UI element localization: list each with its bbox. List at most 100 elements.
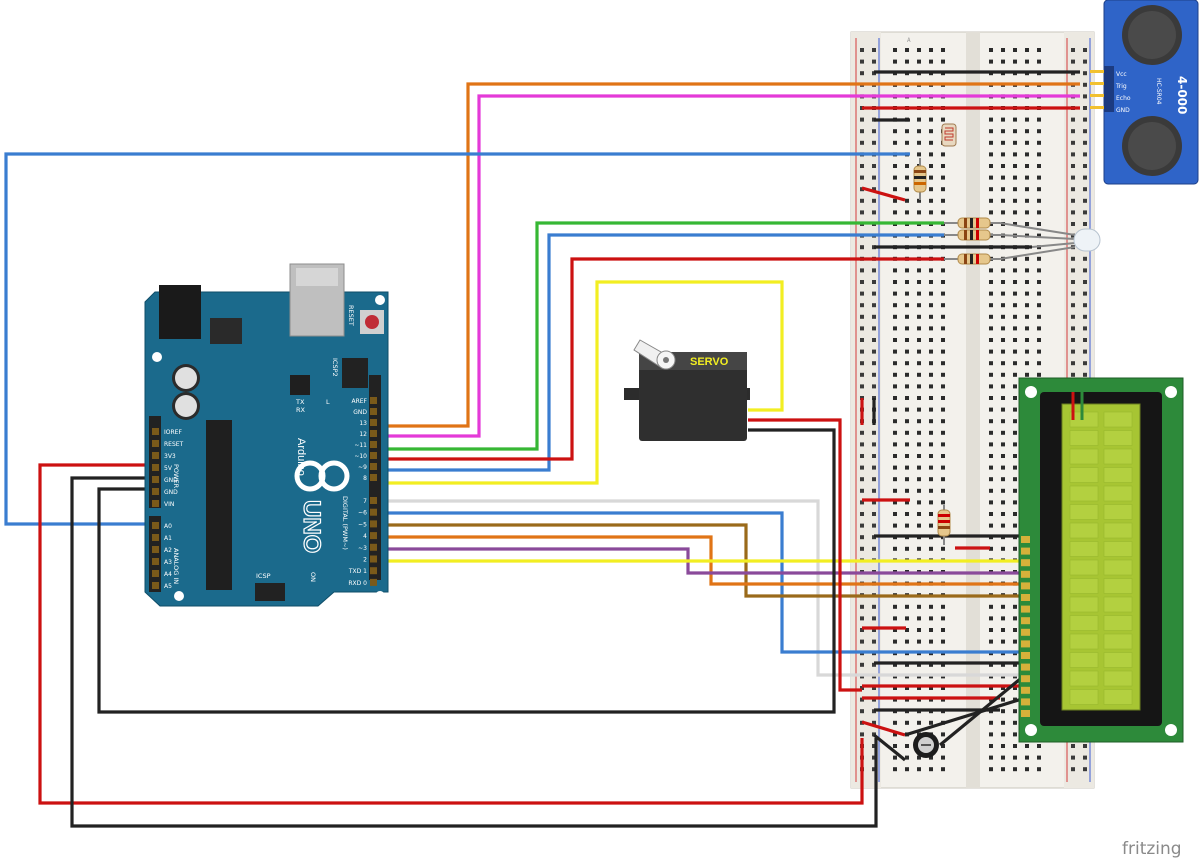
- breadboard-hole: [1013, 152, 1017, 157]
- breadboard-hole: [1013, 488, 1017, 493]
- breadboard-hole: [1001, 767, 1005, 772]
- lcd-cell: [1103, 541, 1133, 557]
- breadboard-rail-hole: [1071, 256, 1075, 261]
- breadboard-rail-hole: [1071, 744, 1075, 748]
- arduino-power-pin-socket: [152, 464, 159, 471]
- breadboard-hole: [1013, 291, 1017, 296]
- breadboard-hole: [989, 361, 993, 366]
- breadboard-hole: [929, 755, 933, 760]
- lcd-pin: [1021, 675, 1030, 683]
- breadboard-hole: [941, 744, 945, 748]
- wires: [4, 70, 1085, 828]
- breadboard-hole: [917, 419, 921, 424]
- breadboard-hole: [893, 280, 897, 284]
- breadboard-hole: [1013, 129, 1017, 134]
- resistor-blue: [944, 253, 1000, 265]
- breadboard-hole: [989, 140, 993, 145]
- us-pin-vcc: Vcc: [1116, 71, 1127, 78]
- breadboard-rail-hole: [1083, 152, 1087, 157]
- breadboard-rail-hole: [860, 488, 864, 493]
- breadboard-hole: [1013, 338, 1017, 342]
- lcd-cell: [1069, 448, 1099, 465]
- breadboard-hole: [929, 349, 933, 354]
- lcd-pin: [1021, 605, 1030, 613]
- breadboard-hole: [989, 326, 993, 331]
- breadboard-hole: [1037, 372, 1041, 377]
- breadboard-hole: [1013, 361, 1017, 366]
- lcd-cell: [1103, 615, 1133, 631]
- lcd-cell: [1103, 578, 1133, 594]
- breadboard-hole: [1013, 268, 1017, 273]
- breadboard-rail-hole: [872, 732, 876, 737]
- arduino-power-pin-socket: [152, 476, 159, 483]
- breadboard-hole: [989, 175, 993, 180]
- breadboard-rail-hole: [1071, 268, 1075, 273]
- breadboard-rail-hole: [860, 175, 864, 180]
- breadboard-hole: [1013, 523, 1017, 528]
- breadboard-hole: [941, 477, 945, 482]
- breadboard-hole: [1037, 222, 1041, 226]
- breadboard-hole: [929, 430, 933, 435]
- breadboard-hole: [893, 500, 897, 505]
- breadboard-hole: [989, 291, 993, 296]
- breadboard-hole: [929, 291, 933, 296]
- arduino-digital-pin-label: 13: [359, 420, 367, 427]
- breadboard-hole: [1013, 222, 1017, 226]
- lcd-cell: [1069, 670, 1099, 687]
- lcd-cell: [1103, 522, 1133, 539]
- breadboard-rail-hole: [1083, 106, 1087, 110]
- breadboard-rail-hole: [1083, 82, 1087, 87]
- breadboard-hole: [1013, 187, 1017, 192]
- breadboard-rail-hole: [1071, 755, 1075, 760]
- breadboard-hole: [929, 500, 933, 505]
- breadboard-hole: [929, 140, 933, 145]
- breadboard-hole: [1001, 686, 1005, 690]
- arduino-analog-pin-label: A2: [164, 547, 172, 554]
- breadboard-hole: [905, 686, 909, 690]
- breadboard-rail-hole: [860, 639, 864, 644]
- breadboard-rail-hole: [872, 164, 876, 168]
- arduino-power-pin-label: VIN: [164, 501, 174, 508]
- arduino-uno-board: RESET ICSP2 TX RX L ON ICSP DIGITAL (PWM…: [144, 263, 389, 607]
- breadboard-hole: [1037, 59, 1041, 64]
- arduino-digital-pin-socket: [370, 508, 377, 516]
- breadboard-hole: [941, 326, 945, 331]
- breadboard-rail-hole: [872, 628, 876, 632]
- arduino-digital-pin-label: ~5: [358, 521, 367, 528]
- breadboard-hole: [905, 59, 909, 64]
- rgb-led: [999, 222, 1101, 260]
- breadboard-hole: [905, 454, 909, 458]
- breadboard-hole: [905, 720, 909, 725]
- breadboard-rail-hole: [872, 720, 876, 725]
- breadboard-hole: [929, 546, 933, 551]
- arduino-analog-pin-label: A0: [164, 523, 172, 530]
- breadboard-hole: [917, 338, 921, 342]
- breadboard-hole: [1001, 512, 1005, 516]
- lcd-cell: [1103, 485, 1133, 502]
- breadboard-hole: [989, 465, 993, 470]
- breadboard-hole: [989, 419, 993, 424]
- breadboard-hole: [1013, 372, 1017, 377]
- breadboard-hole: [941, 187, 945, 192]
- breadboard-hole: [929, 616, 933, 621]
- breadboard-rail-hole: [860, 442, 864, 447]
- breadboard-hole: [989, 720, 993, 725]
- breadboard-hole: [905, 372, 909, 377]
- breadboard-hole: [917, 361, 921, 366]
- breadboard-hole: [1025, 48, 1029, 52]
- breadboard-hole: [989, 210, 993, 215]
- breadboard-hole: [1001, 187, 1005, 192]
- breadboard-hole: [929, 488, 933, 493]
- breadboard-hole: [941, 349, 945, 354]
- arduino-analog-pin-socket: [152, 522, 159, 529]
- breadboard-rail-hole: [872, 140, 876, 145]
- breadboard-hole: [1025, 744, 1029, 748]
- breadboard-rail-hole: [860, 129, 864, 134]
- breadboard-hole: [941, 384, 945, 389]
- breadboard-hole: [1001, 442, 1005, 447]
- breadboard-hole: [1013, 512, 1017, 516]
- breadboard-hole: [1013, 419, 1017, 424]
- breadboard-hole: [905, 465, 909, 470]
- breadboard-hole: [989, 187, 993, 192]
- breadboard-rail-hole: [860, 326, 864, 331]
